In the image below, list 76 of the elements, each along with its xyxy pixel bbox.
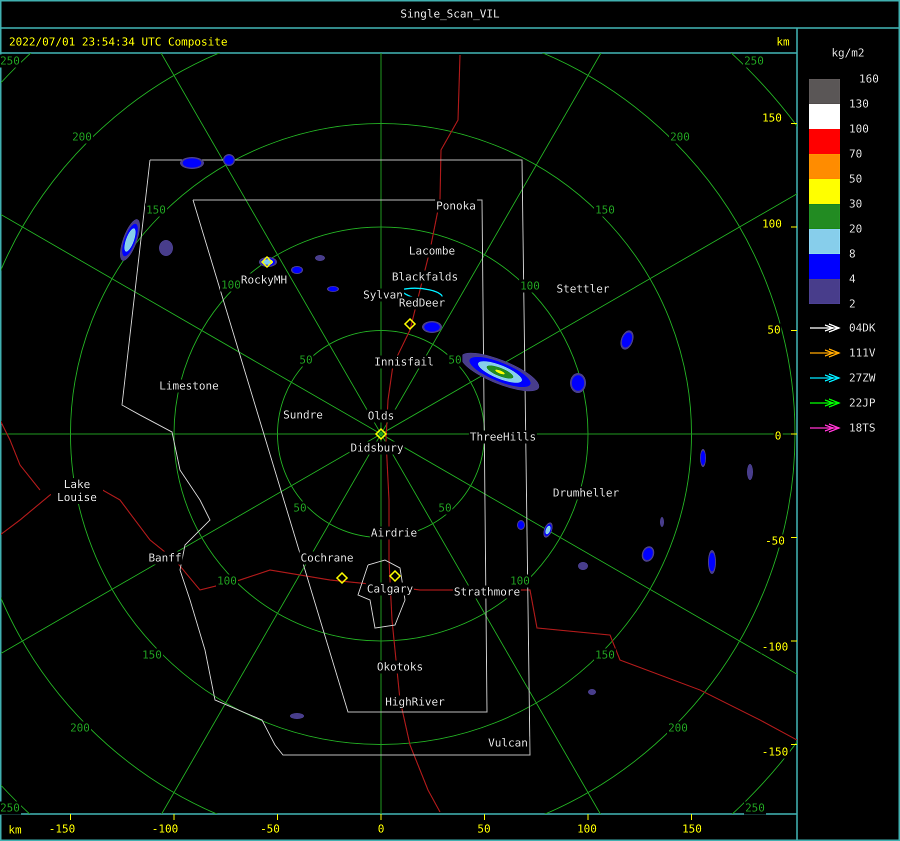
- place-label: Lake Louise: [51, 478, 103, 504]
- place-label: ThreeHills: [468, 430, 538, 444]
- place-label: Olds: [366, 410, 396, 422]
- axis-tick-label: 0: [376, 822, 386, 836]
- place-label: Airdrie: [370, 526, 418, 540]
- legend-value-label: 160: [858, 72, 880, 86]
- map-title: Single_Scan_VIL: [399, 8, 501, 20]
- place-label: Innisfail: [373, 356, 435, 368]
- place-label: Okotoks: [376, 660, 424, 674]
- axis-tick-label: -150: [760, 746, 790, 758]
- place-label: Stettler: [556, 282, 610, 296]
- legend-value-label: 50: [848, 172, 864, 186]
- axis-tick-label: km: [775, 36, 791, 48]
- place-label: Lacombe: [408, 244, 456, 258]
- axis-tick-label: 150: [681, 822, 703, 836]
- legend-value-label: 30: [848, 198, 864, 210]
- axis-tick-label: -150: [48, 822, 76, 836]
- range-ring-label: 200: [71, 130, 93, 144]
- legend-value-label: 130: [848, 98, 870, 110]
- range-ring-label: 50: [437, 502, 453, 514]
- range-ring-label: 250: [0, 54, 21, 68]
- range-ring-label: 250: [744, 802, 766, 814]
- range-ring-label: 200: [667, 722, 689, 734]
- place-label: HighRiver: [384, 696, 446, 708]
- legend-value-label: 20: [848, 222, 864, 236]
- place-label: Didsbury: [350, 442, 404, 454]
- axis-tick-label: 100: [576, 822, 598, 836]
- range-ring-label: 150: [594, 204, 616, 216]
- place-label: Sundre: [282, 408, 324, 422]
- place-label: Vulcan: [487, 736, 529, 750]
- range-ring-label: 50: [292, 502, 308, 514]
- legend-value-label: 70: [848, 148, 864, 160]
- place-label: Strathmore: [452, 586, 522, 598]
- legend-value-label: 2: [848, 298, 857, 310]
- place-label: Ponoka: [435, 200, 477, 212]
- axis-tick-label: -50: [764, 534, 786, 548]
- track-legend-label: 27ZW: [848, 372, 876, 384]
- range-ring-label: 100: [509, 574, 531, 588]
- range-ring-label: 200: [669, 130, 691, 144]
- timestamp-label: 2022/07/01 23:54:34 UTC Composite: [8, 36, 229, 48]
- track-legend-label: 22JP: [848, 396, 876, 410]
- range-ring-label: 150: [145, 204, 167, 216]
- track-legend-label: 111V: [848, 346, 876, 360]
- axis-tick-label: 0: [774, 430, 782, 442]
- axis-tick-label: -100: [150, 822, 180, 836]
- range-ring-label: 200: [69, 722, 91, 734]
- axis-tick-label: km: [7, 824, 23, 836]
- place-label: Calgary: [366, 582, 414, 596]
- range-ring-label: 150: [594, 648, 616, 662]
- place-label: Blackfalds: [390, 270, 460, 284]
- range-ring-label: 50: [447, 354, 463, 366]
- axis-tick-label: 100: [761, 218, 783, 230]
- place-label: Banff: [147, 552, 183, 564]
- place-label: Drumheller: [552, 486, 620, 500]
- track-legend-label: 04DK: [848, 322, 876, 334]
- legend-value-label: 8: [848, 248, 857, 260]
- place-label: RockyMH: [240, 274, 288, 286]
- axis-tick-label: -100: [760, 640, 790, 654]
- range-ring-label: 50: [298, 354, 314, 366]
- range-ring-label: 150: [141, 648, 163, 662]
- axis-tick-label: 150: [761, 112, 783, 124]
- range-ring-label: 100: [216, 574, 238, 588]
- legend-value-label: 4: [848, 272, 857, 286]
- axis-tick-label: -50: [259, 822, 281, 836]
- legend-unit-label: kg/m2: [830, 46, 866, 60]
- range-ring-label: 100: [519, 280, 541, 292]
- range-ring-label: 250: [0, 802, 21, 814]
- legend-value-label: 100: [848, 122, 870, 136]
- axis-tick-label: 50: [476, 822, 492, 836]
- track-legend-label: 18TS: [848, 422, 876, 434]
- place-label: RedDeer: [398, 296, 446, 310]
- range-ring-label: 250: [743, 54, 765, 68]
- place-label: Limestone: [158, 380, 220, 392]
- place-label: Cochrane: [300, 552, 354, 564]
- range-ring-label: 100: [220, 278, 242, 292]
- axis-tick-label: 50: [766, 324, 782, 336]
